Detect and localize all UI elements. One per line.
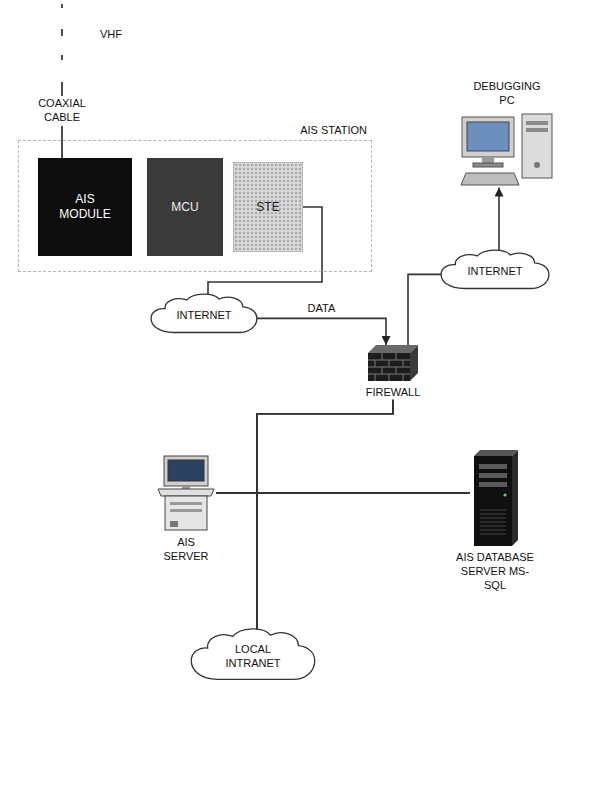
connector: [257, 318, 386, 345]
internet-cloud: INTERNET: [150, 292, 258, 336]
node-text: MCU: [171, 200, 198, 215]
cloud-outline: [190, 626, 316, 684]
node-text: INTERNET: [177, 306, 232, 323]
edge-label: DATA: [306, 301, 338, 317]
mcu-box: MCU: [147, 158, 223, 256]
connector: [408, 274, 441, 345]
firewall-icon: FIREWALL: [360, 345, 426, 400]
node-text: FIREWALL: [366, 386, 421, 400]
node-text: INTERNET: [468, 262, 523, 279]
ste-box: STE: [233, 162, 303, 252]
connector: [257, 493, 470, 630]
pc-picture: [460, 113, 555, 188]
node-text: AIS MODULE: [55, 192, 115, 222]
cable-label: COAXIAL CABLE: [33, 96, 91, 126]
node-text: LOCAL INTRANET: [217, 640, 289, 671]
internet-cloud: INTERNET: [440, 248, 550, 292]
node-text: AIS DATABASE SERVER MS-SQL: [453, 551, 538, 592]
node-text: DEBUGGING PC: [470, 80, 544, 108]
node-text: STE: [256, 200, 279, 215]
antenna-dash: [61, 29, 63, 36]
antenna-dash: [61, 4, 63, 8]
connector: [498, 188, 500, 252]
debugging-pc: DEBUGGING PC: [452, 80, 562, 188]
server-picture: [156, 455, 216, 531]
connector: [216, 493, 257, 630]
database-icon: AIS DATABASE SERVER MS-SQL: [440, 450, 550, 592]
band-label: VHF: [98, 27, 124, 43]
firewall-picture: [368, 345, 418, 381]
server-icon: AIS SERVER: [150, 455, 222, 564]
antenna-mast: [61, 4, 63, 159]
intranet-cloud: LOCAL INTRANET: [190, 626, 316, 684]
db-picture: [470, 450, 520, 546]
module-box: AIS MODULE: [38, 158, 132, 256]
connector: [257, 400, 393, 630]
node-text: AIS SERVER: [160, 536, 212, 564]
node-text: AIS STATION: [300, 124, 367, 138]
antenna-dash: [61, 55, 63, 60]
station-group: AIS STATIONAIS MODULEMCUSTE: [18, 140, 372, 272]
